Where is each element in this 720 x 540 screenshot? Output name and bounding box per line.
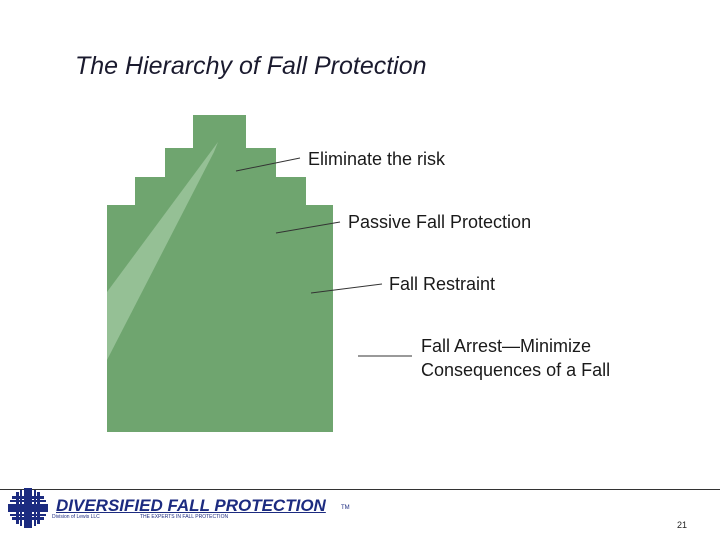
trademark: TM <box>341 505 350 511</box>
level-label-arrest-line1: Fall Arrest—Minimize <box>421 336 592 356</box>
level-label-eliminate: Eliminate the risk <box>308 149 446 169</box>
leader-line-restraint <box>310 283 383 294</box>
division-text: Division of Lewis LLC <box>52 514 100 520</box>
level-label-arrest: Fall Arrest—Minimize Consequences of a F… <box>421 334 610 382</box>
slide-title: The Hierarchy of Fall Protection <box>75 52 427 80</box>
level-label-passive: Passive Fall Protection <box>348 212 532 232</box>
level-label-restraint: Fall Restraint <box>389 274 496 294</box>
level-label-arrest-line2: Consequences of a Fall <box>421 360 611 380</box>
pyramid-shape <box>107 115 333 432</box>
tagline-text: THE EXPERTS IN FALL PROTECTION <box>140 514 229 520</box>
leader-line-eliminate <box>235 157 301 172</box>
brand-name: DIVERSIFIED FALL PROTECTION <box>56 496 326 515</box>
page-number: 21 <box>677 520 688 530</box>
leader-line-passive <box>275 221 341 234</box>
company-logo <box>8 488 48 528</box>
pyramid-highlight <box>107 142 218 360</box>
footer-divider <box>0 489 720 490</box>
